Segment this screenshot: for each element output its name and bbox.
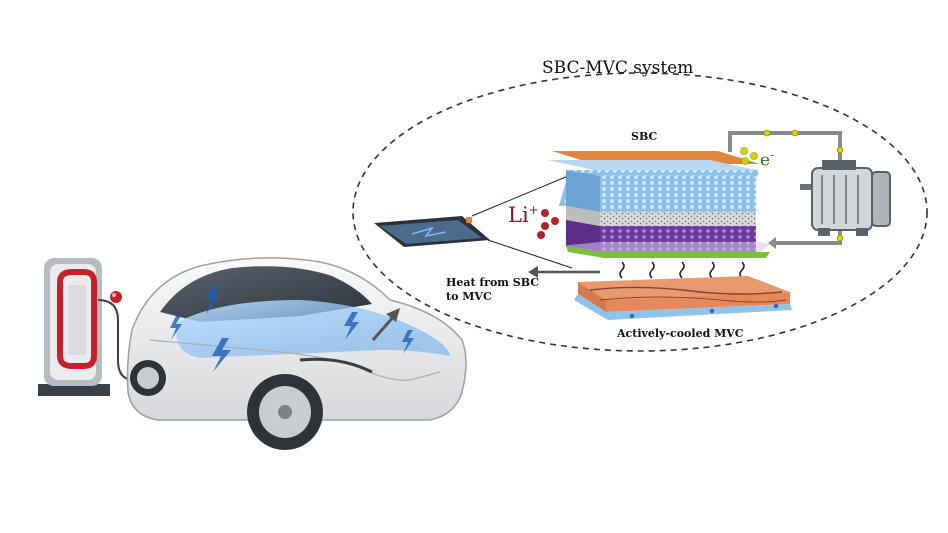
lithium-ion-icon <box>537 209 559 239</box>
heat-transfer-label: Heat from SBC to MVC <box>446 276 539 304</box>
heat-transfer-label-line1: Heat from SBC <box>446 276 539 289</box>
battery-sheet-icon <box>374 216 490 247</box>
sbc-label: SBC <box>631 130 658 143</box>
mvc-label: Actively-cooled MVC <box>617 327 744 340</box>
lithium-symbol: Li <box>508 203 529 227</box>
electron-charge: - <box>770 148 775 162</box>
electric-car-icon <box>126 257 467 450</box>
lithium-ion-label: Li+ <box>508 203 539 227</box>
heat-transfer-arrows <box>619 261 745 279</box>
diagram-title: SBC-MVC system <box>542 58 694 78</box>
heat-transfer-label-line2: to MVC <box>446 290 492 303</box>
lightning-icon <box>170 285 414 372</box>
lithium-charge: + <box>528 203 539 217</box>
electron-symbol: e <box>760 150 771 171</box>
electron-label: e- <box>760 148 774 171</box>
mvc-plate <box>574 276 792 320</box>
electron-icon <box>740 147 758 165</box>
sbc-stack <box>548 151 770 258</box>
car-to-system-arrow <box>371 314 397 341</box>
electric-motor-icon <box>800 160 891 236</box>
charging-station-icon <box>38 258 135 396</box>
system-boundary <box>352 72 928 352</box>
